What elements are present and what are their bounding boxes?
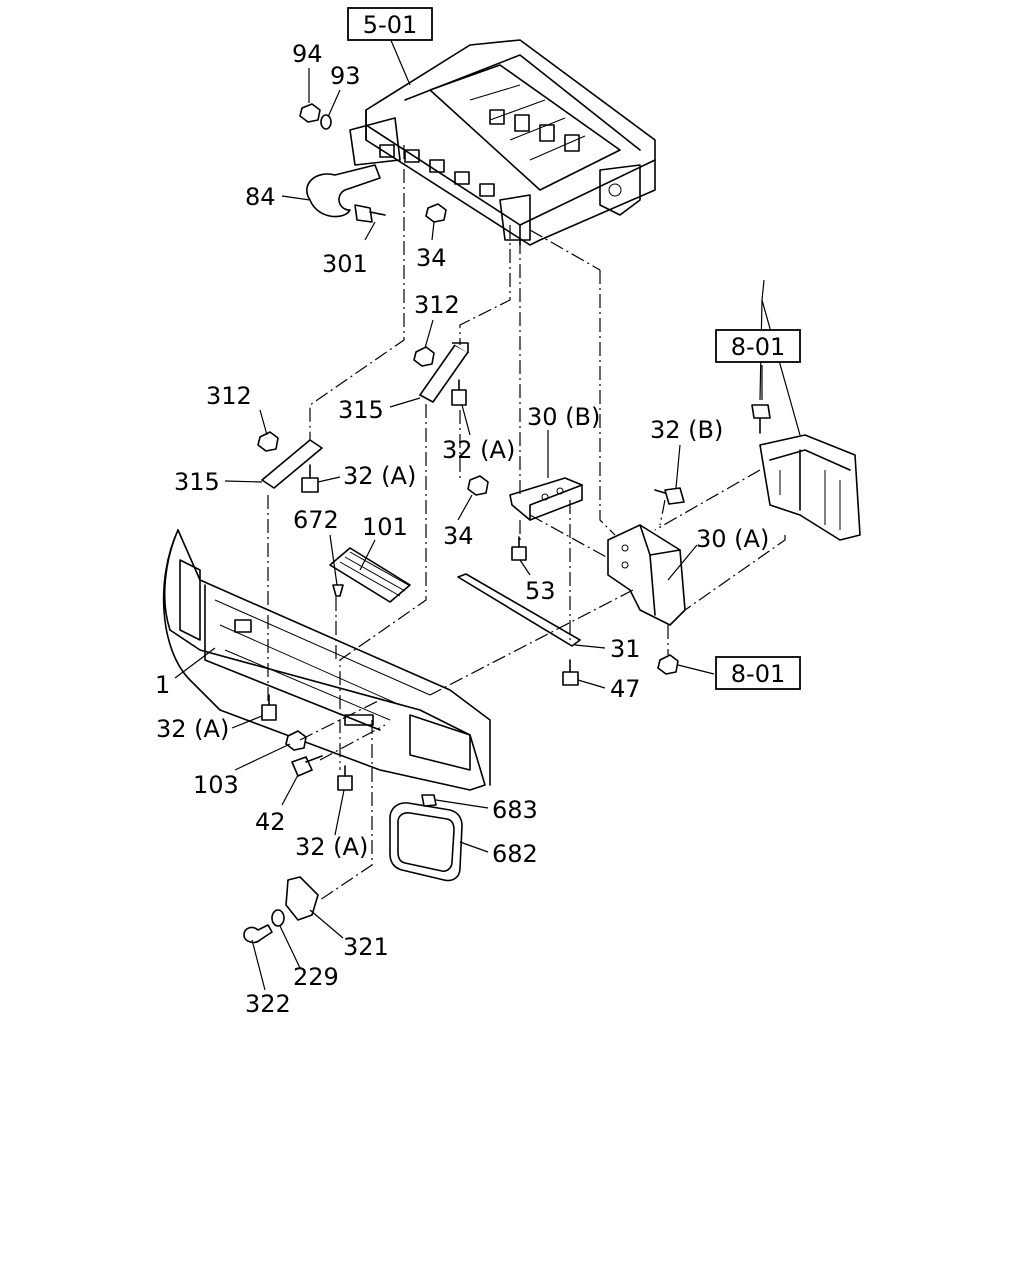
nut-34-top — [425, 203, 447, 223]
callout-32b: 32 (B) — [650, 416, 723, 444]
callout-322: 322 — [245, 990, 291, 1018]
ref-box-8-01-bottom[interactable]: 8-01 — [715, 656, 801, 690]
washer-93 — [320, 114, 332, 130]
callout-42: 42 — [255, 808, 286, 836]
callout-94: 94 — [292, 40, 323, 68]
nut-34-mid — [467, 475, 489, 496]
stay-31 — [457, 573, 581, 647]
nut-94 — [299, 103, 321, 123]
bolt-53 — [511, 536, 527, 561]
callout-47: 47 — [610, 675, 641, 703]
callout-312-left: 312 — [206, 382, 252, 410]
callout-30a: 30 (A) — [696, 525, 769, 553]
chassis-frame — [349, 39, 656, 246]
tow-hook — [306, 164, 381, 218]
callout-30b: 30 (B) — [527, 403, 600, 431]
callout-34-top: 34 — [416, 244, 447, 272]
callout-321: 321 — [343, 933, 389, 961]
callout-32a-mid: 32 (A) — [343, 462, 416, 490]
cab-mount-bracket — [759, 434, 861, 541]
ref-label-5-01: 5-01 — [363, 11, 417, 39]
callout-93: 93 — [330, 62, 361, 90]
step-plate-101 — [329, 547, 411, 603]
ref-label-8-01-bottom: 8-01 — [731, 660, 785, 688]
bolt-42 — [291, 755, 323, 777]
screw-322 — [243, 924, 273, 944]
stay-315-left — [261, 439, 323, 489]
nut-312-upper — [413, 346, 435, 367]
bolt-32a-upper — [451, 379, 467, 406]
nut-312-left — [257, 431, 279, 452]
bolt-47 — [562, 659, 579, 686]
callout-53: 53 — [525, 577, 556, 605]
clip-672 — [332, 584, 344, 597]
callout-229: 229 — [293, 963, 339, 991]
leader-lines — [174, 37, 801, 991]
nut-103 — [285, 730, 307, 751]
callout-32a-low: 32 (A) — [156, 715, 229, 743]
assembly-lines — [267, 145, 786, 901]
callout-32a-bottom: 32 (A) — [295, 833, 368, 861]
bolt-32b — [654, 487, 685, 505]
washer-229 — [271, 909, 285, 927]
clip-683 — [421, 794, 437, 807]
callouts: 94 93 84 301 34 312 312 315 32 (A) 32 (A… — [155, 40, 769, 1018]
lamp-rim-682 — [389, 802, 463, 882]
bolt-32a-mid — [301, 464, 319, 493]
bracket-30a — [607, 524, 686, 626]
bracket-30b — [509, 477, 583, 521]
bolt-8-01 — [751, 404, 771, 434]
stay-315-upper — [419, 342, 469, 403]
callout-682: 682 — [492, 840, 538, 868]
bolt-32a-low — [261, 694, 277, 721]
callout-34-mid: 34 — [443, 522, 474, 550]
ref-label-8-01-top: 8-01 — [731, 333, 785, 361]
callout-315-upper: 315 — [338, 396, 384, 424]
callout-1: 1 — [155, 671, 170, 699]
bumper — [162, 529, 491, 791]
callout-683: 683 — [492, 796, 538, 824]
ref-box-5-01[interactable]: 5-01 — [347, 7, 433, 41]
callout-84: 84 — [245, 183, 276, 211]
callout-301: 301 — [322, 250, 368, 278]
callout-672: 672 — [293, 506, 339, 534]
callout-31: 31 — [610, 635, 641, 663]
nut-8-01 — [657, 654, 679, 675]
bolt-301 — [354, 204, 386, 223]
callout-32a-upper: 32 (A) — [442, 436, 515, 464]
bolt-32a-bottom — [337, 765, 353, 791]
callout-315-left: 315 — [174, 468, 220, 496]
callout-101: 101 — [362, 513, 408, 541]
plate-321 — [285, 876, 319, 921]
callout-312-upper: 312 — [414, 291, 460, 319]
ref-box-8-01-top[interactable]: 8-01 — [715, 329, 801, 363]
callout-103: 103 — [193, 771, 239, 799]
